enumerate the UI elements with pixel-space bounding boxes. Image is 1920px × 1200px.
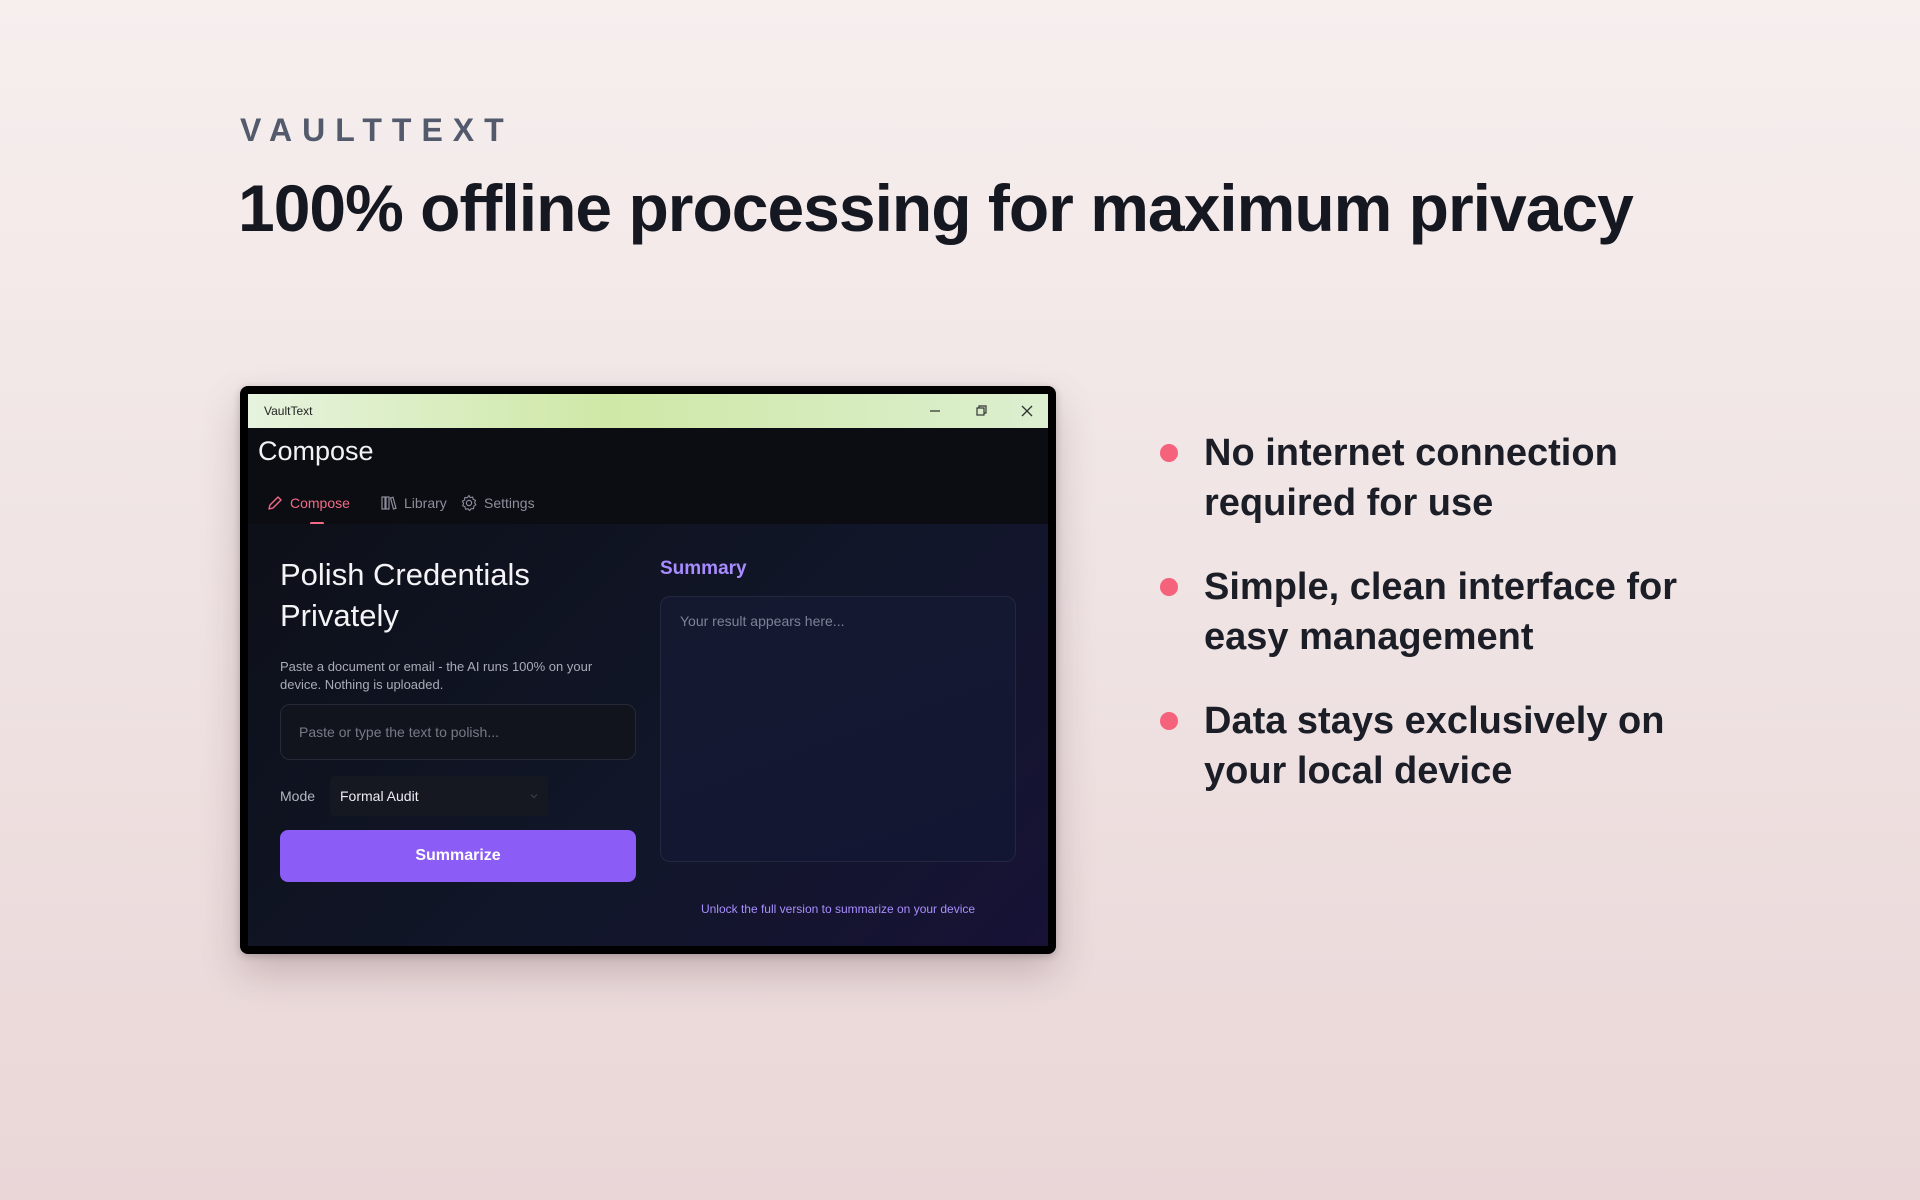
bullet-dot	[1160, 578, 1178, 596]
feature-text: Simple, clean interface for easy managem…	[1204, 566, 1678, 658]
minimize-button[interactable]	[924, 400, 946, 422]
compose-heading: Polish Credentials Privately	[280, 557, 530, 633]
tab-settings[interactable]: Settings	[460, 490, 535, 516]
unlock-link[interactable]: Unlock the full version to summarize on …	[700, 902, 976, 916]
mode-select[interactable]: Formal Audit	[330, 776, 548, 816]
active-tab-indicator	[310, 522, 324, 525]
minimize-icon	[930, 410, 940, 412]
restore-button[interactable]	[970, 400, 992, 422]
close-icon	[1021, 405, 1033, 417]
feature-text: Data stays exclusively on your local dev…	[1204, 700, 1665, 792]
window-title: VaultText	[264, 404, 313, 418]
chevron-down-icon	[530, 794, 538, 799]
summarize-button[interactable]: Summarize	[280, 830, 636, 882]
app-body: Compose Compose Library Settings Polish …	[248, 428, 1048, 946]
pencil-icon	[268, 496, 282, 510]
mode-value: Formal Audit	[340, 788, 419, 804]
page-title: Compose	[258, 436, 374, 466]
mode-label: Mode	[280, 788, 316, 804]
summary-heading: Summary	[660, 558, 747, 579]
library-icon	[381, 496, 397, 510]
summary-result[interactable]: Your result appears here...	[660, 596, 1016, 862]
tab-label: Library	[404, 495, 447, 511]
tab-label: Settings	[484, 495, 535, 511]
restore-icon	[976, 405, 987, 416]
tab-label: Compose	[290, 495, 350, 511]
compose-content: Polish Credentials Privately Paste a doc…	[248, 524, 1048, 946]
tab-library[interactable]: Library	[380, 490, 447, 516]
bullet-dot	[1160, 712, 1178, 730]
brand-label: VAULTTEXT	[240, 112, 514, 148]
bullet-dot	[1160, 444, 1178, 462]
gear-icon	[461, 494, 477, 512]
result-placeholder: Your result appears here...	[680, 613, 845, 629]
compose-description: Paste a document or email - the AI runs …	[280, 659, 593, 692]
headline: 100% offline processing for maximum priv…	[238, 171, 1634, 245]
text-input[interactable]	[280, 704, 636, 760]
close-button[interactable]	[1016, 400, 1038, 422]
title-bar[interactable]: VaultText	[248, 394, 1048, 428]
app-window: VaultText Compose Compose Library Settin…	[240, 386, 1056, 954]
tab-compose[interactable]: Compose	[266, 490, 350, 516]
feature-text: No internet connection required for use	[1204, 432, 1618, 524]
